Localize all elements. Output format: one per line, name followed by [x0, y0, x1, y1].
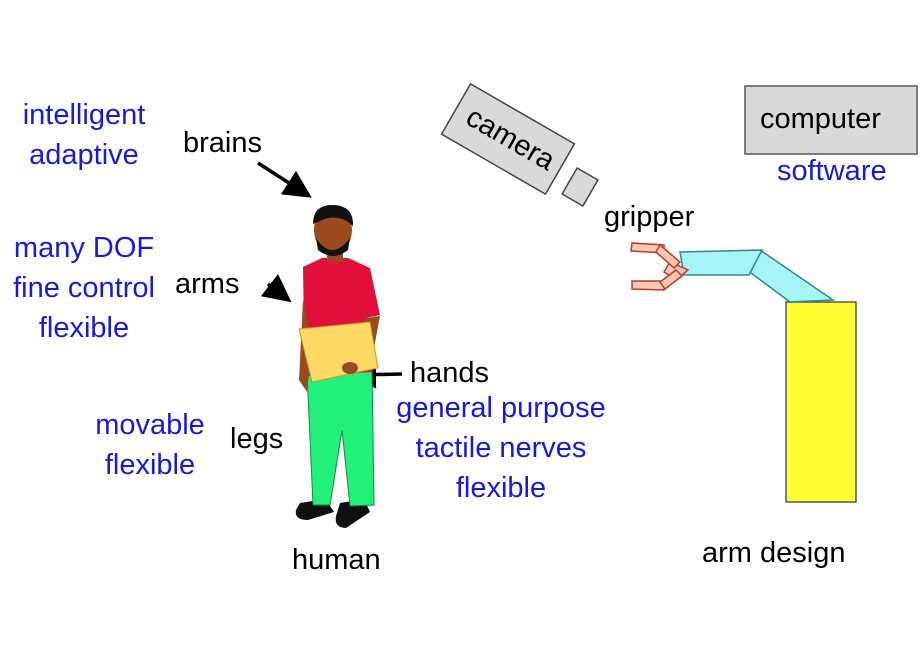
- arm-base: [785, 301, 857, 503]
- gripper-lower-finger-a: [631, 280, 665, 291]
- annotation-brains-traits: intelligent adaptive: [0, 95, 168, 175]
- label-legs: legs: [230, 423, 284, 455]
- arms-arrow: [260, 274, 292, 303]
- caption-human: human: [292, 544, 381, 576]
- annotation-hands-traits: general purpose tactile nerves flexible: [370, 388, 632, 508]
- right-hand: [342, 362, 358, 374]
- label-hands: hands: [410, 357, 490, 389]
- hair: [313, 204, 354, 226]
- caption-arm-design: arm design: [702, 537, 846, 569]
- arm-lower-segment: [745, 248, 836, 303]
- annotation-line: tactile nerves: [415, 432, 587, 464]
- annotation-line: fine control: [13, 272, 155, 304]
- folder: [298, 321, 379, 383]
- human-figure: [295, 204, 380, 528]
- label-gripper: gripper: [604, 201, 695, 233]
- pants: [306, 367, 375, 507]
- annotation-line: intelligent: [22, 99, 146, 131]
- label-brains: brains: [183, 127, 262, 159]
- right-shoe: [335, 499, 370, 528]
- annotation-line: flexible: [38, 312, 130, 344]
- annotation-line: flexible: [455, 472, 547, 504]
- annotation-line: movable: [95, 409, 205, 441]
- camera-icon: [440, 82, 599, 208]
- label-software: software: [777, 155, 887, 187]
- robot-arm: [630, 242, 857, 503]
- computer-box: [744, 85, 918, 155]
- annotation-line: many DOF: [13, 232, 155, 264]
- annotation-arms-traits: many DOF fine control flexible: [0, 228, 168, 348]
- gripper-upper-finger-b: [655, 243, 682, 270]
- annotation-line: flexible: [104, 449, 196, 481]
- annotation-line: general purpose: [396, 392, 606, 424]
- annotation-legs-traits: movable flexible: [76, 405, 224, 485]
- label-computer: computer: [760, 103, 881, 135]
- gripper-lower-finger-b: [658, 269, 684, 291]
- arm-upper-segment: [679, 249, 764, 276]
- brains-arrow: [257, 161, 312, 198]
- beard: [316, 238, 350, 256]
- label-arms: arms: [175, 268, 240, 300]
- annotation-line: adaptive: [29, 139, 139, 171]
